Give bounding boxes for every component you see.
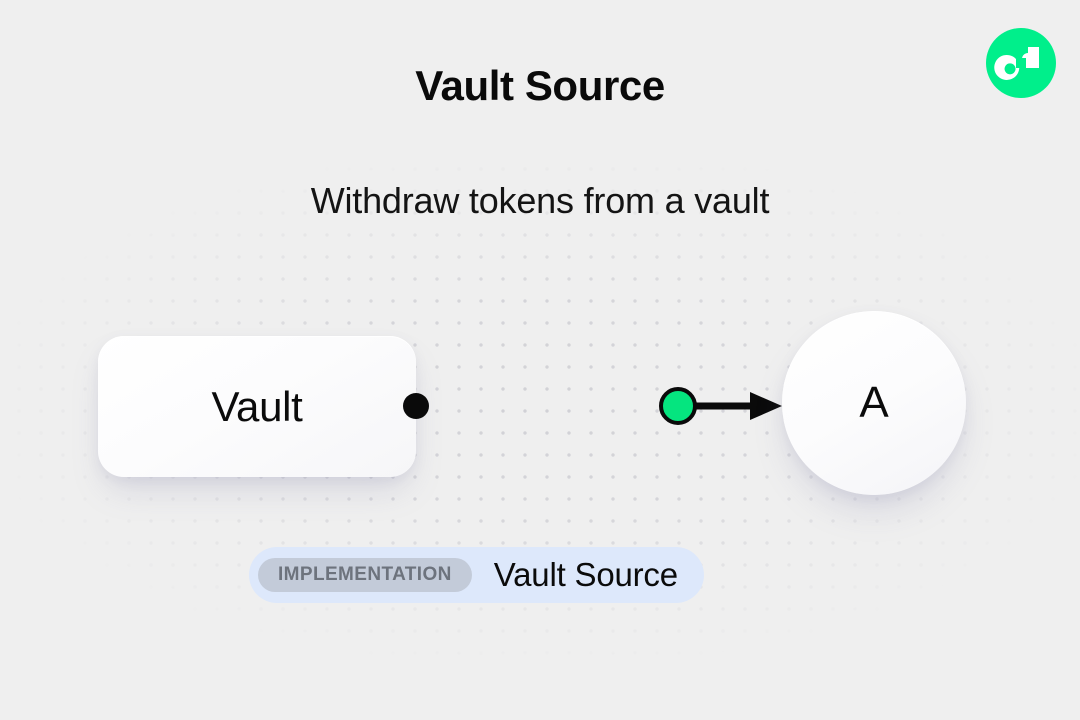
page-subtitle: Withdraw tokens from a vault bbox=[310, 180, 770, 221]
implementation-kind-pill: IMPLEMENTATION bbox=[258, 558, 472, 592]
flow-logo-icon bbox=[986, 28, 1056, 98]
implementation-badge[interactable]: IMPLEMENTATION Vault Source bbox=[249, 547, 704, 603]
target-node-label: A bbox=[859, 378, 889, 427]
vault-node[interactable]: Vault bbox=[98, 336, 416, 477]
vault-node-label: Vault bbox=[211, 382, 303, 430]
target-node-a[interactable]: A bbox=[782, 311, 966, 495]
page-title: Vault Source bbox=[415, 62, 665, 109]
implementation-name: Vault Source bbox=[493, 556, 678, 593]
